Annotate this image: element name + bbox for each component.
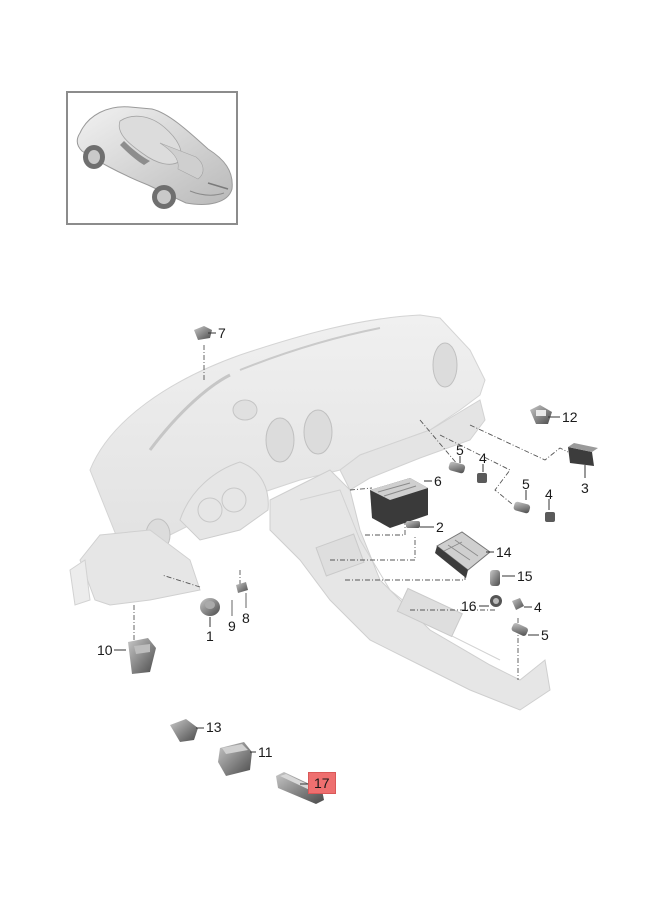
callout-1[interactable]: 1	[206, 628, 214, 644]
callout-9[interactable]: 9	[228, 618, 236, 634]
part-14-switch-panel[interactable]	[435, 531, 491, 578]
callout-14[interactable]: 14	[496, 544, 512, 560]
callout-15[interactable]: 15	[517, 568, 533, 584]
part-8-sensor[interactable]	[236, 582, 248, 608]
part-3-control-unit[interactable]	[568, 443, 598, 466]
part-1-switch-knob[interactable]	[200, 598, 220, 616]
callout-2[interactable]: 2	[436, 519, 444, 535]
part-13-switch[interactable]	[170, 719, 198, 742]
callout-3[interactable]: 3	[581, 480, 589, 496]
callout-4[interactable]: 4	[479, 450, 487, 466]
part-4-cap[interactable]	[545, 512, 555, 522]
vehicle-thumbnail[interactable]	[66, 91, 238, 225]
part-16-ring[interactable]	[490, 595, 502, 607]
callout-5[interactable]: 5	[541, 627, 549, 643]
callout-4[interactable]: 4	[534, 599, 542, 615]
callout-13[interactable]: 13	[206, 719, 222, 735]
car-icon	[76, 106, 233, 209]
callout-16[interactable]: 16	[461, 598, 477, 614]
callout-5[interactable]: 5	[522, 476, 530, 492]
callout-12[interactable]: 12	[562, 409, 578, 425]
part-12-switch[interactable]	[530, 405, 552, 424]
part-5-socket[interactable]	[511, 622, 529, 637]
part-7-sensor[interactable]	[194, 326, 212, 340]
callout-11[interactable]: 11	[258, 744, 273, 760]
part-10-light-switch[interactable]	[128, 638, 156, 674]
leader-lines	[133, 345, 569, 680]
part-15-usb-socket[interactable]	[490, 570, 500, 586]
callout-8[interactable]: 8	[242, 610, 250, 626]
part-6-climate-control[interactable]	[370, 478, 428, 528]
part-5-socket[interactable]	[448, 461, 466, 474]
callout-17-highlighted[interactable]: 17	[308, 772, 336, 794]
dashboard-assembly	[69, 314, 551, 711]
part-4-cap[interactable]	[512, 598, 524, 610]
callout-10[interactable]: 10	[97, 642, 113, 658]
part-4-cap[interactable]	[477, 473, 487, 483]
part-5-socket[interactable]	[513, 501, 531, 514]
callout-ticks	[114, 332, 586, 785]
parts	[128, 326, 598, 804]
part-11-switch-block[interactable]	[218, 742, 252, 776]
callout-7[interactable]: 7	[218, 325, 226, 341]
callout-6[interactable]: 6	[434, 473, 442, 489]
callout-4[interactable]: 4	[545, 486, 553, 502]
part-2-button[interactable]	[406, 521, 420, 528]
callout-5[interactable]: 5	[456, 442, 464, 458]
